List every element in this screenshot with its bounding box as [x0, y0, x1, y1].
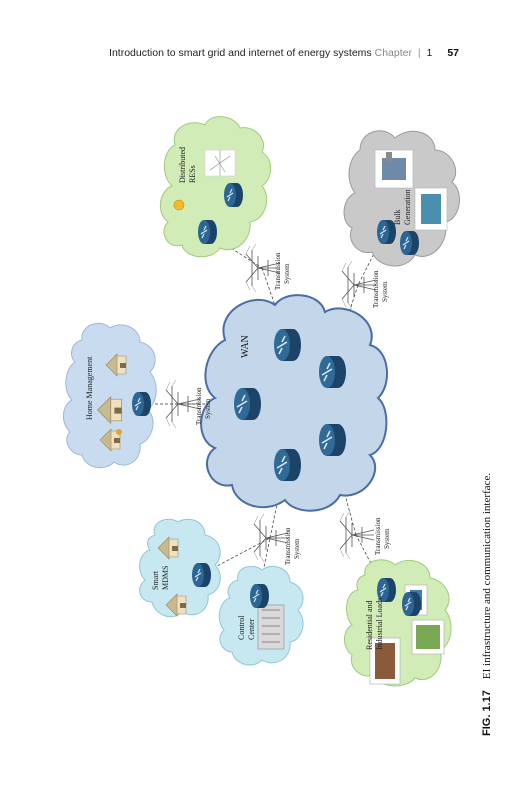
transmission-label-1: Transmission [274, 252, 282, 290]
loads-label-1: Residential and [365, 600, 374, 650]
control-center-cloud: Control Center [218, 565, 304, 666]
loads-label-2: Industrial Loads [375, 598, 384, 650]
page-number: 57 [447, 47, 459, 59]
transmission-tower-icon [253, 513, 289, 563]
bulk-generation-label-2: Generation [403, 189, 412, 225]
mdms-router-icon [191, 562, 212, 588]
running-head-title: Introduction to smart grid and internet … [109, 47, 372, 59]
chapter-label: Chapter [374, 47, 412, 59]
transmission-label-2: System [383, 528, 391, 549]
bulk-generation-label-1: Bulk [393, 209, 402, 225]
svg-text:Control Center: Control Center [237, 614, 256, 640]
transmission-label-2: System [204, 398, 212, 419]
smart-mdms-label-1: Smart [151, 570, 160, 590]
chapter-number: 1 [426, 47, 433, 59]
home-management-label: Home Management [85, 356, 94, 420]
transmission-label-2: System [381, 281, 389, 302]
wan-router-icon [233, 387, 262, 421]
transmission-tower-icon [339, 510, 375, 560]
wan-router-icon [273, 328, 302, 362]
transmission-label-1: Transmission [372, 270, 380, 308]
transmission-label-1: Transmission [284, 527, 292, 565]
home-management-cloud: Home Management [63, 322, 157, 469]
loads-router-icon [401, 591, 422, 617]
transmission-labels: Transmission System Transmission System … [195, 251, 391, 565]
wan-cloud: WAN [200, 294, 389, 512]
transmission-label-2: System [293, 538, 301, 559]
res-router-icon [197, 219, 218, 245]
wan-router-icon [273, 448, 302, 482]
figure-caption-label: FIG. 1.17 [481, 690, 493, 736]
bulk-generation-cloud: Bulk Generation [343, 130, 460, 267]
transmission-label-2: System [283, 263, 291, 284]
smart-mdms-label-2: MDMS [161, 566, 170, 590]
header-separator: | [417, 47, 421, 59]
transmission-label-1: Transmission [195, 387, 203, 425]
distributed-res-label-1: Distributed [178, 147, 187, 183]
residential-loads-cloud: Residential and Industrial Loads [344, 559, 452, 687]
figure-caption-text: EI infrastructure and communication inte… [481, 472, 493, 680]
svg-text:Transmission System: Transmission System [195, 386, 212, 425]
svg-text:Bulk Generation: Bulk Generation [393, 189, 412, 225]
distributed-res-cloud: Distributed RESs [159, 116, 272, 258]
svg-text:Transmission System: Transmission System [374, 516, 391, 555]
wan-router-icon [318, 355, 347, 389]
wan-router-icon [318, 423, 347, 457]
svg-text:Residential and Industri: Residential and Industrial Loads [365, 598, 384, 650]
control-center-label-2: Center [247, 618, 256, 640]
distributed-res-label-2: RESs [188, 165, 197, 183]
control-center-label-1: Control [237, 615, 246, 640]
transmission-tower-icon [341, 260, 377, 310]
svg-text:Distributed RESs: Distributed RESs [178, 145, 197, 183]
bulk-router-icon [399, 230, 420, 256]
running-head: Introduction to smart grid and internet … [0, 47, 459, 59]
control-router-icon [249, 583, 270, 609]
res-router-icon [223, 182, 244, 208]
svg-text:Smart MDMS: Smart MDMS [151, 566, 170, 590]
figure-caption: FIG. 1.17 EI infrastructure and communic… [481, 473, 493, 736]
svg-text:Transmission System: Transmission System [274, 251, 291, 290]
svg-text:Transmission System: Transmission System [284, 526, 301, 565]
transmission-label-1: Transmission [374, 517, 382, 555]
svg-text:Transmission System: Transmission System [372, 269, 389, 308]
wan-label: WAN [240, 335, 251, 358]
home-router-icon [131, 391, 152, 417]
smart-mdms-cloud: Smart MDMS [139, 518, 221, 618]
